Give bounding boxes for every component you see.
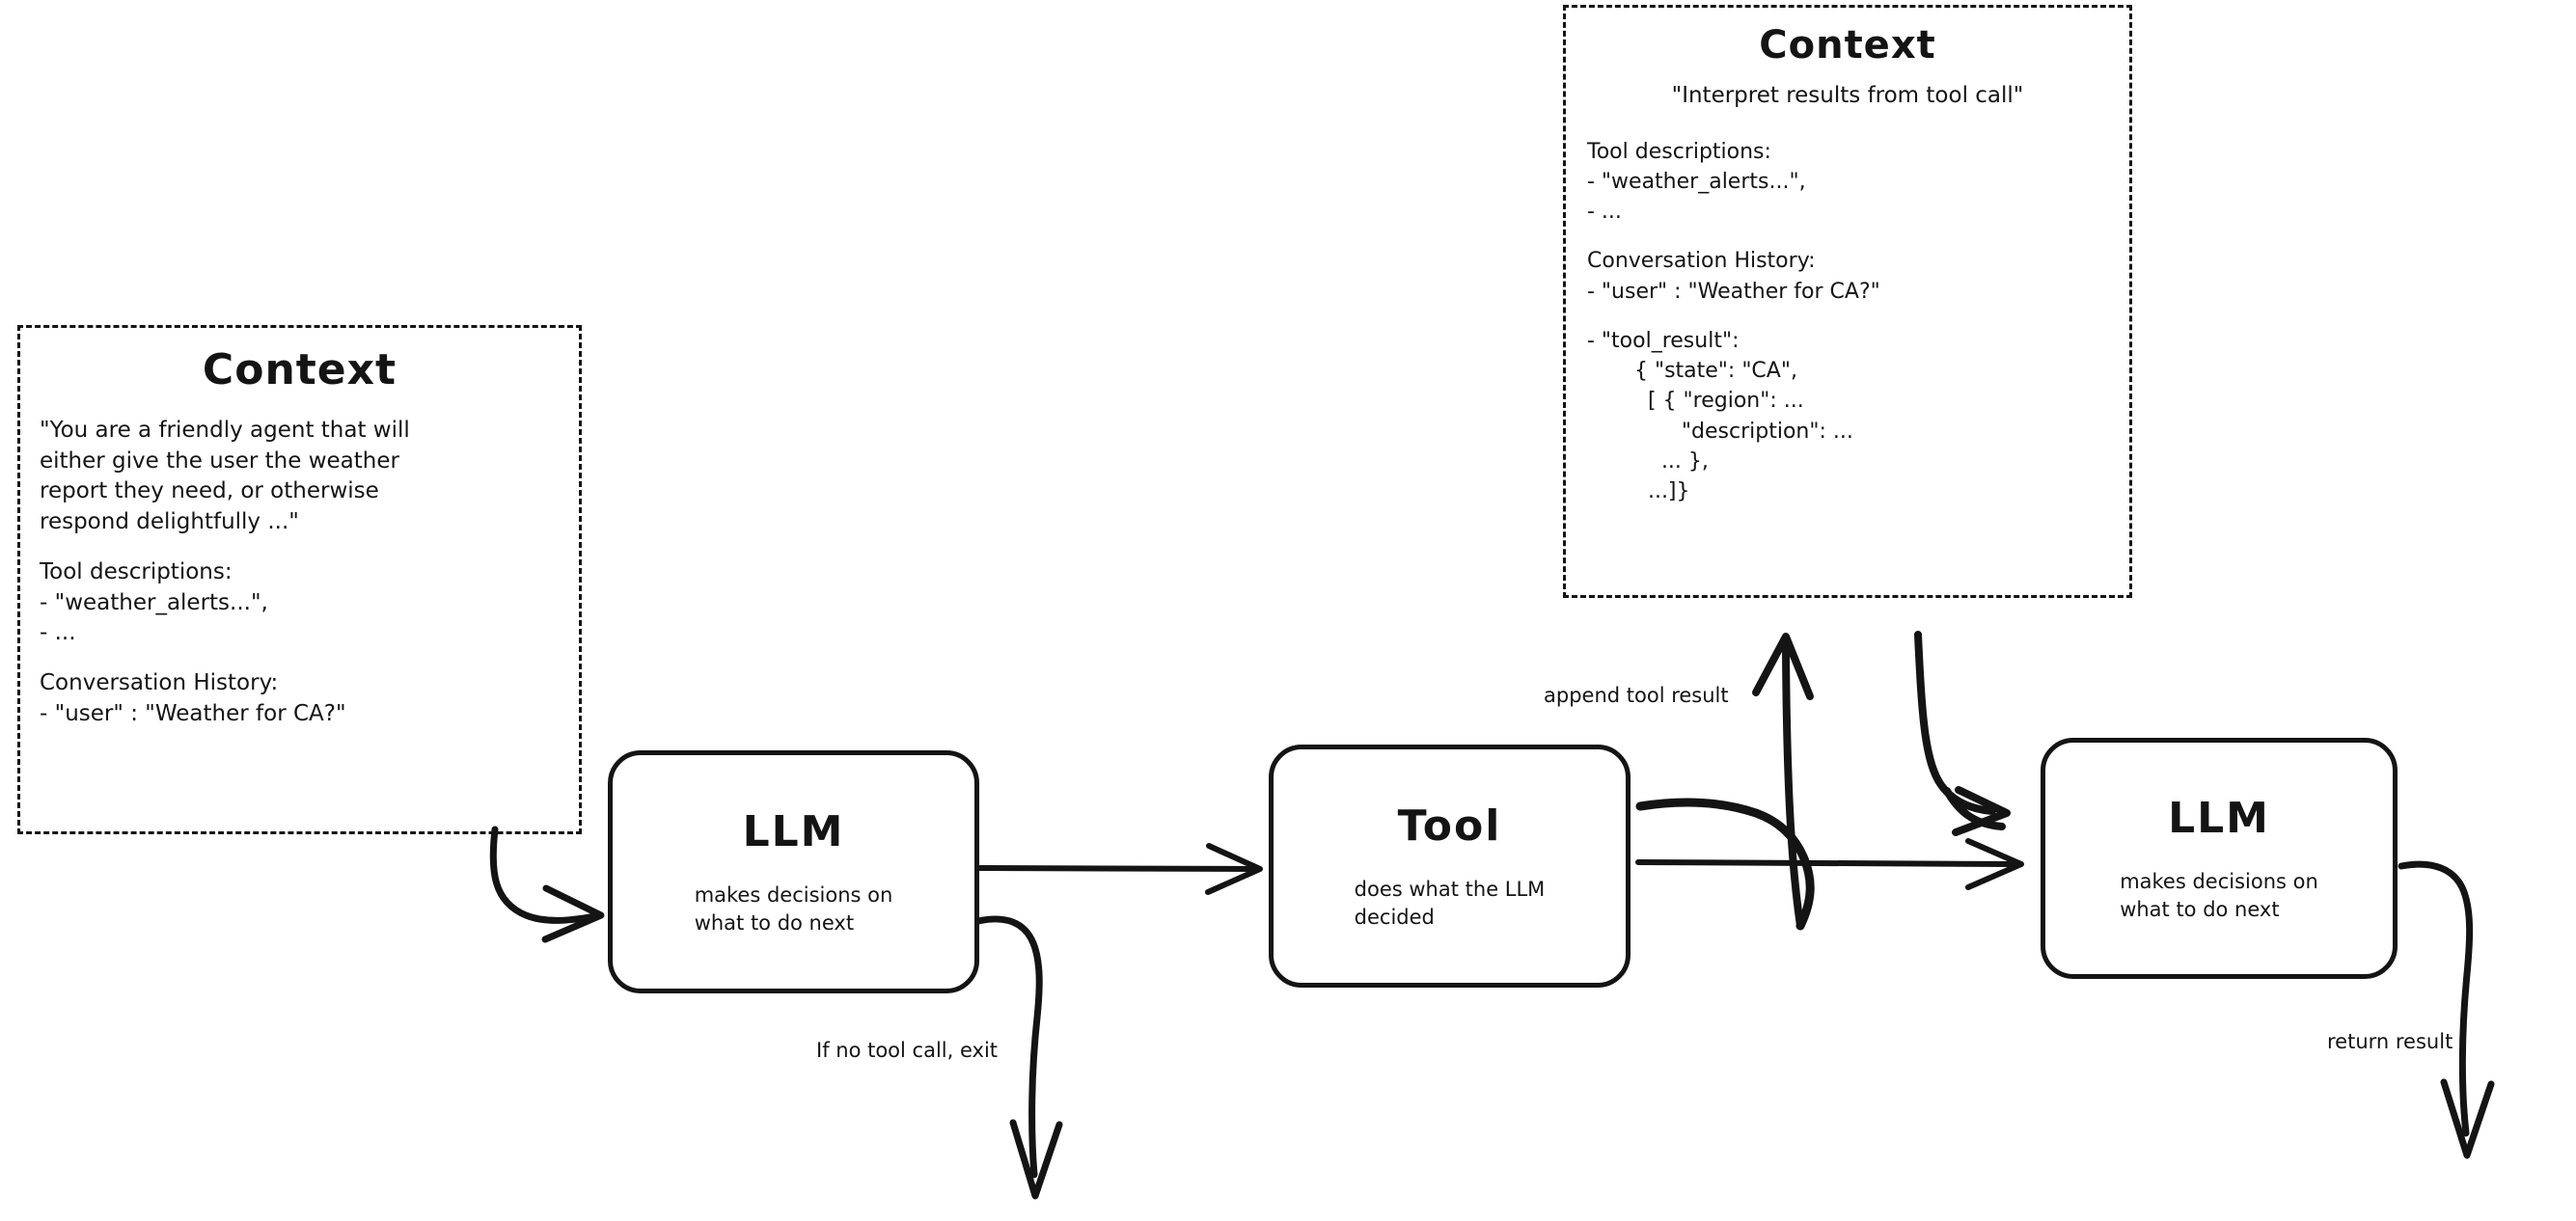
- spacer: [1566, 118, 2129, 137]
- edge-label-if-no-tool-call-exit: If no tool call, exit: [816, 1039, 999, 1062]
- context-right-conversation-header: Conversation History:: [1587, 249, 1816, 274]
- arrow-context-to-llm1: [489, 826, 605, 943]
- edge-label-append-tool-result: append tool result: [1544, 684, 1729, 707]
- context-left-tools-header: Tool descriptions:: [40, 558, 233, 584]
- node-llm-2-subtitle: makes decisions on what to do next: [2120, 870, 2318, 921]
- context-right-system-prompt: "Interpret results from tool call": [1671, 83, 2024, 108]
- context-right-tools-list: - "weather_alerts...", - ...: [1587, 169, 1806, 225]
- node-llm-1[interactable]: LLM makes decisions on what to do next: [608, 750, 979, 993]
- node-llm-1-subtitle: makes decisions on what to do next: [694, 883, 893, 935]
- spacer: [20, 649, 579, 668]
- context-box-left: Context "You are a friendly agent that w…: [17, 325, 582, 834]
- arrow-context-to-llm2: [1914, 631, 2011, 836]
- context-right-tools-header: Tool descriptions:: [1587, 139, 1771, 164]
- context-right-conversation-user: - "user" : "Weather for CA?": [1587, 279, 1880, 304]
- arrow-append-tool-result: [1635, 633, 1815, 931]
- node-tool[interactable]: Tool does what the LLM decided: [1269, 745, 1631, 988]
- node-tool-title: Tool: [1397, 801, 1502, 852]
- edge-label-return-result: return result: [2327, 1030, 2453, 1053]
- node-llm-2-title: LLM: [2168, 794, 2270, 844]
- node-llm-2[interactable]: LLM makes decisions on what to do next: [2041, 738, 2398, 979]
- context-left-tools-list: - "weather_alerts...", - ...: [40, 589, 268, 646]
- node-llm-1-title: LLM: [742, 807, 845, 857]
- context-right-tool-result: - "tool_result": { "state": "CA", [ { "r…: [1587, 328, 1853, 504]
- arrow-tool-to-llm2: [1635, 838, 2024, 890]
- context-left-system-prompt: "You are a friendly agent that will eith…: [40, 418, 410, 535]
- context-box-right: Context "Interpret results from tool cal…: [1563, 5, 2132, 598]
- spacer: [1566, 227, 2129, 246]
- arrow-llm1-to-tool: [977, 843, 1263, 895]
- context-right-title: Context: [1759, 23, 1936, 68]
- spacer: [1566, 307, 2129, 326]
- context-left-conversation-list: - "user" : "Weather for CA?": [40, 700, 346, 726]
- context-left-conversation-header: Conversation History:: [40, 670, 279, 696]
- node-tool-subtitle: does what the LLM decided: [1354, 878, 1546, 929]
- arrow-exit: [974, 915, 1063, 1200]
- context-left-title: Context: [202, 345, 397, 394]
- spacer: [20, 538, 579, 557]
- arrow-return-result: [2398, 860, 2495, 1159]
